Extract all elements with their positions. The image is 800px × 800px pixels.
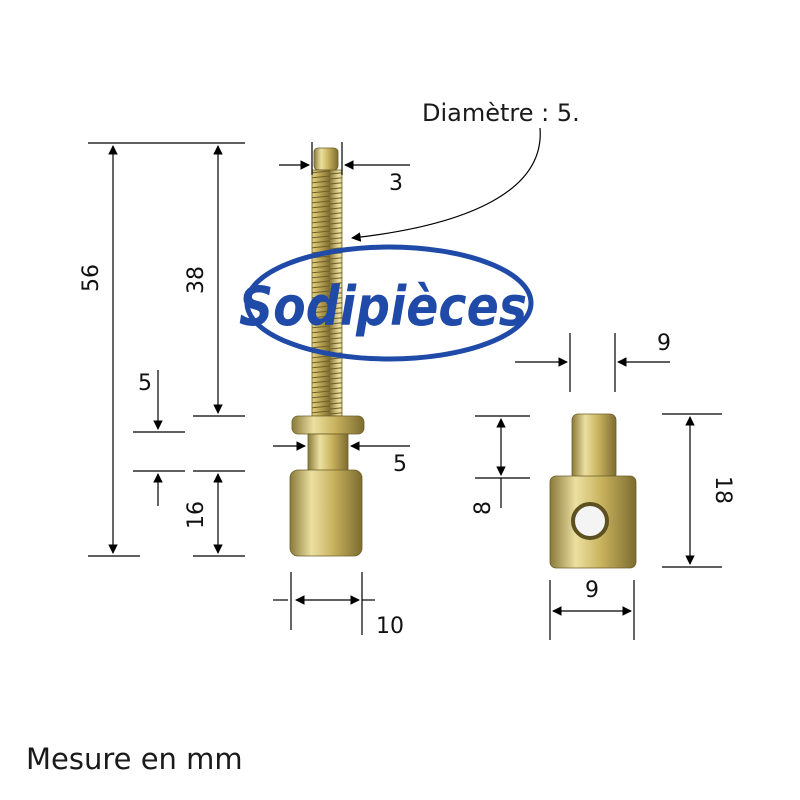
bolt-thread [311,169,343,417]
dimension-5-neck: 5 [273,441,410,477]
brand-logo: Sodipièces [239,244,534,362]
bolt-part [289,147,365,557]
diameter-label: Diamètre : 5. [422,99,580,127]
diameter-annotation: Diamètre : 5. [351,99,580,242]
nut-stem [571,413,617,481]
dimension-3-label: 3 [389,171,403,196]
bolt-collar [291,415,365,435]
dimension-56-label: 56 [79,264,104,292]
dimension-9-bottom: 9 [549,578,635,640]
dimension-8: 8 [471,415,530,515]
dimension-5-collar-label: 5 [138,371,152,396]
bolt-body [289,469,363,557]
dimension-18: 18 [662,413,735,568]
bolt-tip [313,147,339,171]
dimension-5-collar: 5 [133,370,245,506]
dimension-9-bottom-label: 9 [585,578,599,603]
dimension-38: 38 [184,145,245,417]
dimension-3: 3 [279,142,410,196]
dimension-9-top: 9 [515,331,671,392]
diameter-pointer-line [351,127,541,242]
logo-wordmark: Sodipièces [239,275,527,338]
dimension-5-neck-label: 5 [393,452,407,477]
logo-swoosh [244,244,534,362]
dimension-56: 56 [79,142,245,557]
bolt-neck [307,433,349,473]
dimension-38-label: 38 [184,266,209,294]
nut-part [549,413,637,569]
dimension-9-top-label: 9 [657,331,671,356]
measurement-unit-note: Mesure en mm [26,742,243,776]
dimension-8-label: 8 [471,501,496,515]
dimension-10-label: 10 [376,614,404,639]
dimension-16-label: 16 [184,501,209,529]
nut-hole [571,502,609,540]
dimension-16: 16 [184,473,245,557]
dimension-10: 10 [273,572,404,639]
dimension-18-label: 18 [710,476,735,504]
